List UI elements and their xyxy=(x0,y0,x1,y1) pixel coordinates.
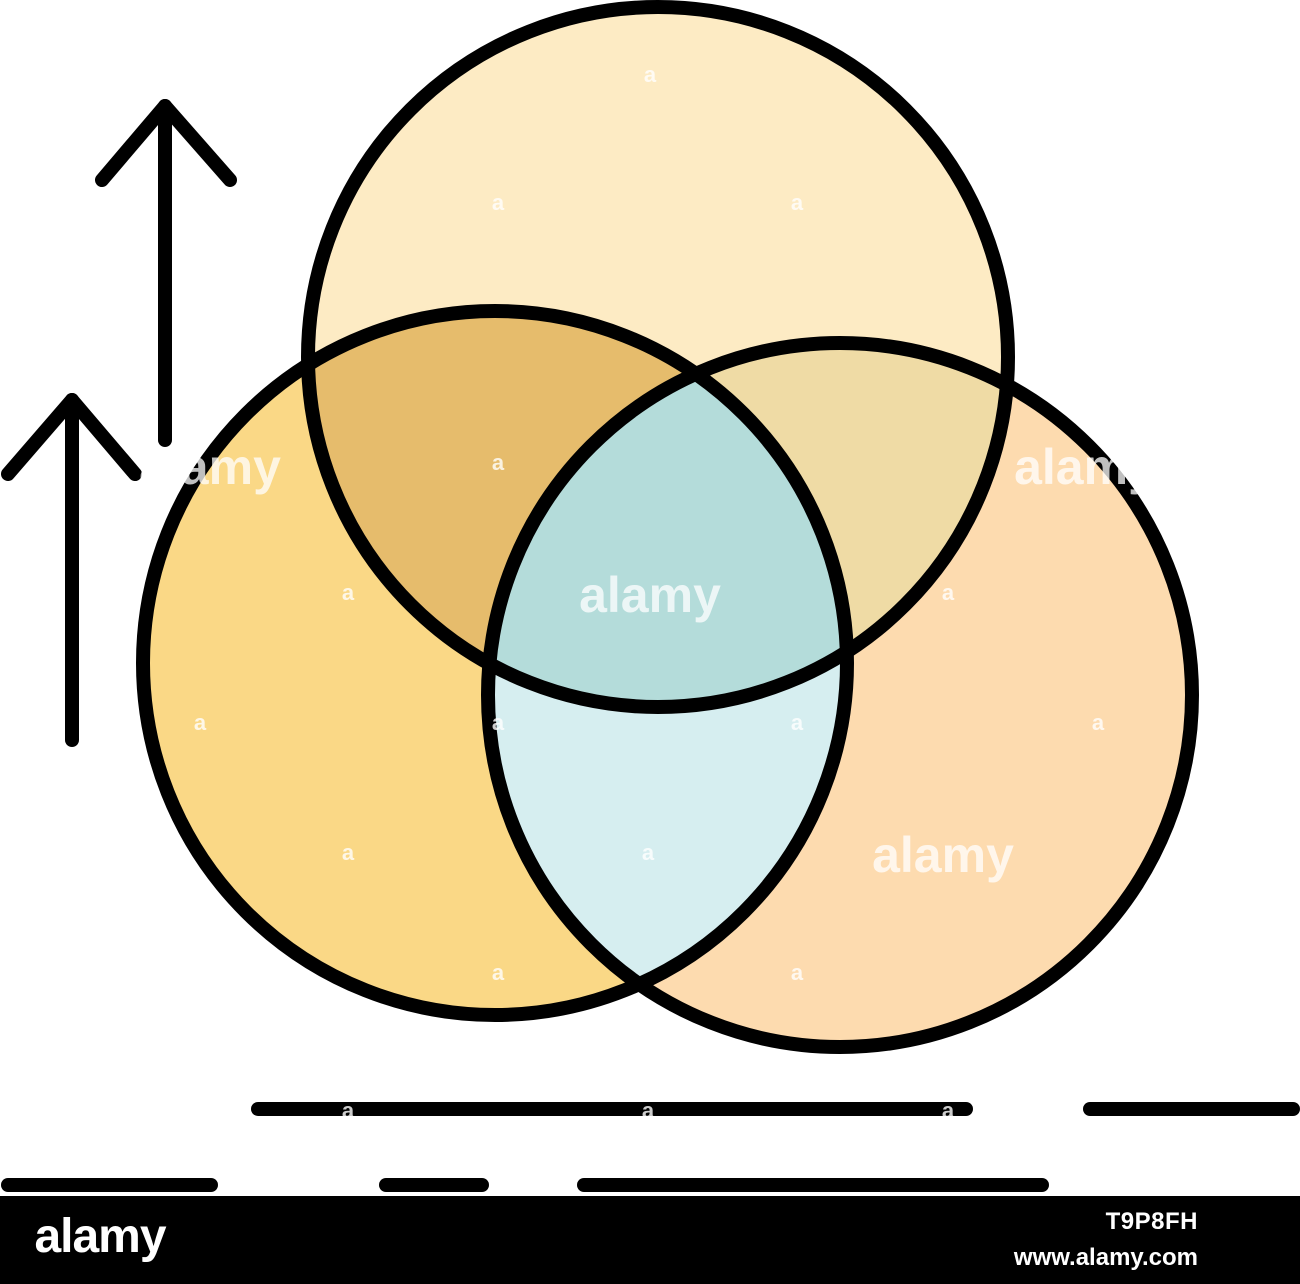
svg-text:a: a xyxy=(492,450,505,475)
circle-outlines xyxy=(136,0,1199,1054)
svg-text:a: a xyxy=(492,710,505,735)
svg-text:a: a xyxy=(942,580,955,605)
arrow-up-icon xyxy=(95,99,237,447)
arrow-up-icon xyxy=(1,393,142,747)
site-url: www.alamy.com xyxy=(1013,1244,1198,1271)
svg-text:a: a xyxy=(492,960,505,985)
svg-text:a: a xyxy=(342,580,355,605)
svg-text:a: a xyxy=(642,1098,655,1123)
svg-text:a: a xyxy=(791,710,804,735)
svg-text:alamy: alamy xyxy=(139,439,281,495)
stock-footer-bar: alamy T9P8FH www.alamy.com xyxy=(0,1196,1300,1284)
svg-text:a: a xyxy=(791,190,804,215)
venn-diagram-icon-artwork: alamy alamy alamy alamy a a a a a a a a … xyxy=(1,0,1300,1192)
svg-text:a: a xyxy=(791,960,804,985)
svg-text:alamy: alamy xyxy=(1014,439,1156,495)
svg-text:a: a xyxy=(342,840,355,865)
ground-lines xyxy=(1,1102,1300,1192)
svg-text:a: a xyxy=(644,62,657,87)
svg-text:a: a xyxy=(342,1098,355,1123)
svg-text:alamy: alamy xyxy=(34,1210,166,1263)
svg-text:a: a xyxy=(942,1098,955,1123)
svg-text:alamy: alamy xyxy=(579,567,721,623)
svg-text:a: a xyxy=(642,840,655,865)
watermark: alamy alamy alamy alamy a a a a a a a a … xyxy=(139,62,1156,1123)
svg-text:a: a xyxy=(492,190,505,215)
alamy-logo: alamy xyxy=(0,1196,180,1284)
image-id: T9P8FH xyxy=(1105,1208,1198,1235)
svg-text:a: a xyxy=(1092,710,1105,735)
svg-text:alamy: alamy xyxy=(872,827,1014,883)
svg-text:a: a xyxy=(194,710,207,735)
